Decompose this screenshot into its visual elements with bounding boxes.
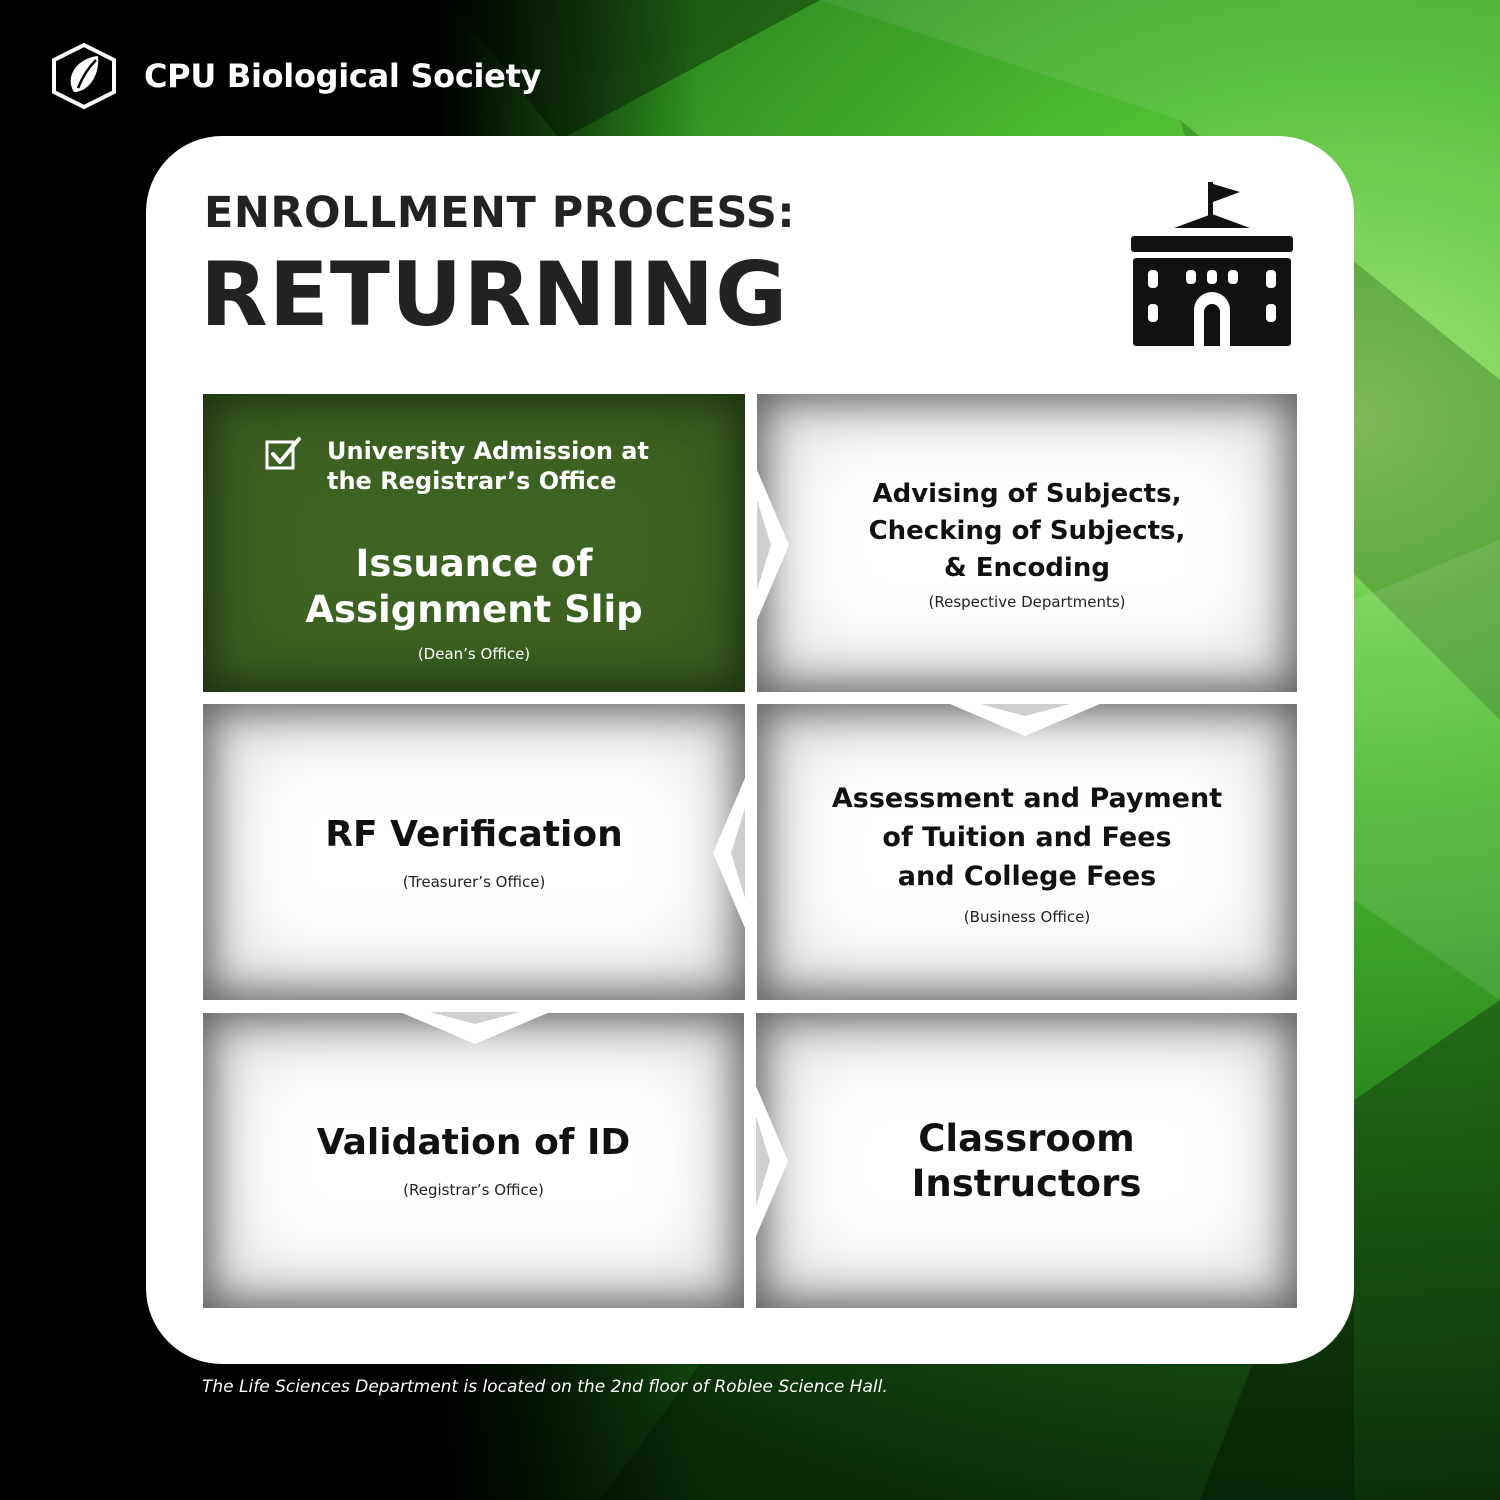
step-title: RF Verification [325,813,623,855]
flow-arrow-right-2 [744,1086,788,1236]
step-title: Assessment and Payment of Tuition and Fe… [831,782,1223,892]
step-title: Validation of ID [316,1122,631,1163]
step-classroom-instructors: Classroom Instructors [756,1013,1297,1308]
step-assessment-and-payment: Assessment and Payment of Tuition and Fe… [757,704,1297,1000]
page-title-line2: RETURNING [200,243,789,346]
flow-arrow-right-1 [745,470,789,620]
step-office: (Dean’s Office) [417,645,531,663]
step-issuance-of-assignment-slip: University Admission at the Registrar’s … [203,394,745,692]
completed-step-label: University Admission at the Registrar’s … [327,437,649,495]
footer-note: The Life Sciences Department is located … [202,1377,888,1397]
step-office: (Business Office) [963,907,1091,926]
checkbox-checked-icon [265,437,301,470]
flow-arrow-down-2 [400,1000,550,1044]
flow-arrow-down-1 [950,692,1100,736]
step-advising-checking-encoding: Advising of Subjects, Checking of Subjec… [757,394,1297,692]
brand-header: CPU Biological Society [48,42,541,110]
step-office: (Treasurer’s Office) [402,872,546,891]
university-building-icon [1131,182,1293,346]
step-office: (Respective Departments) [928,592,1126,611]
leaf-hexagon-logo-icon [52,42,116,110]
step-title: Classroom Instructors [911,1116,1142,1205]
step-office: (Registrar’s Office) [403,1181,544,1199]
step-title: Advising of Subjects, Checking of Subjec… [868,478,1186,583]
brand-name: CPU Biological Society [144,57,542,95]
completed-prerequisite: University Admission at the Registrar’s … [265,436,649,496]
flow-arrow-left-1 [713,778,757,928]
page-title-line1: ENROLLMENT PROCESS: [204,188,796,238]
step-validation-of-id: Validation of ID (Registrar’s Office) [203,1013,744,1308]
step-title: Issuance of Assignment Slip [305,542,643,631]
step-rf-verification: RF Verification (Treasurer’s Office) [203,704,745,1000]
